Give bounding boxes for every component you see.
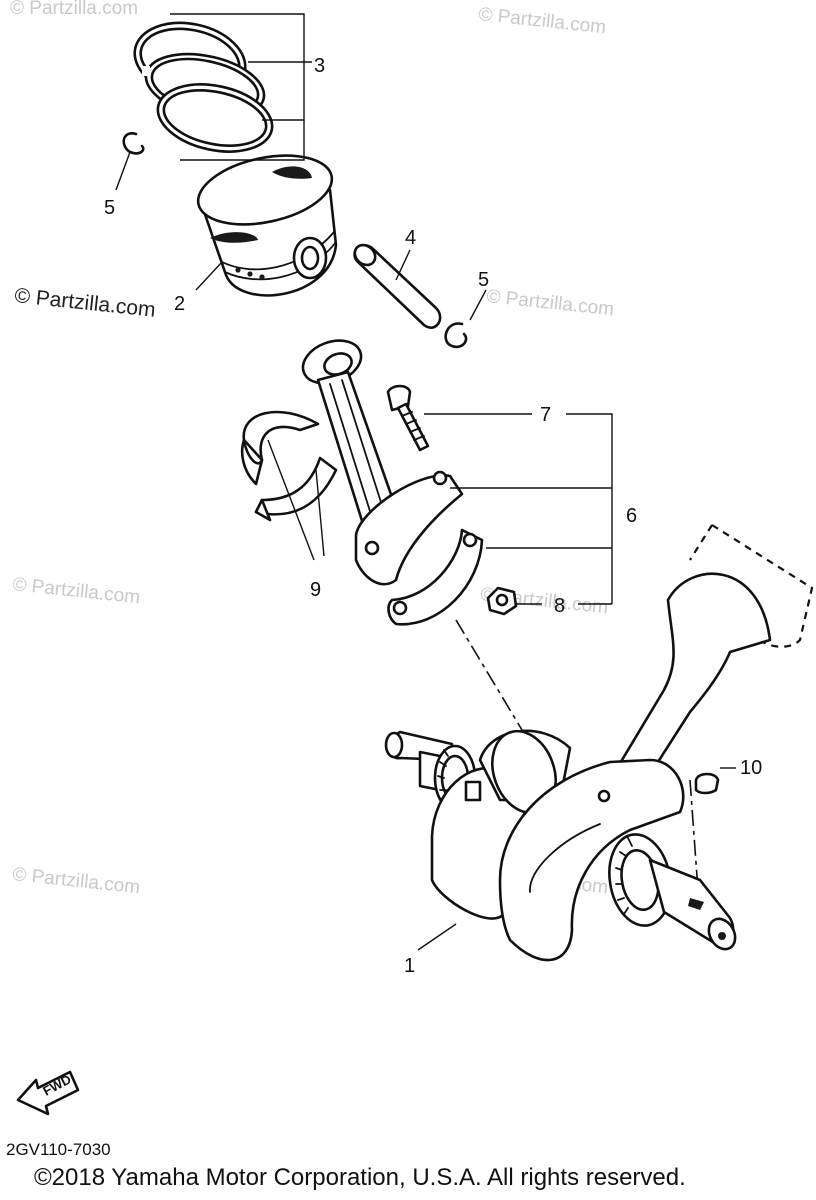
callout-2: 2 [174, 293, 185, 315]
watermark: © Partzilla.com [485, 286, 615, 320]
diagram-code: 2GV110-7030 [6, 1140, 111, 1159]
watermark: © Partzilla.com [11, 864, 141, 898]
crank-bearings [240, 410, 338, 522]
rod-bolt [386, 384, 430, 452]
callout-7: 7 [540, 404, 551, 426]
callout-4: 4 [405, 227, 416, 249]
circlip-left [122, 132, 145, 155]
woodruff-key [694, 772, 720, 795]
centerline [455, 619, 541, 761]
callout-6: 6 [626, 505, 637, 527]
callout-1: 1 [404, 955, 415, 977]
rod-cap [387, 528, 484, 626]
callout-5-left: 5 [104, 197, 115, 219]
callout-8: 8 [554, 595, 565, 617]
watermark-main: © Partzilla.com [13, 284, 156, 322]
piston-rings [133, 21, 274, 154]
rod-nut [486, 586, 518, 616]
connecting-rod [301, 339, 464, 586]
crankshaft [384, 729, 737, 962]
callout-numbers: 3 5 2 4 5 7 6 8 9 10 1 [104, 55, 762, 977]
callout-10: 10 [740, 757, 762, 779]
piston [196, 154, 338, 297]
watermark: © Partzilla.com [477, 4, 607, 38]
assembly-ghost-outline [608, 524, 814, 792]
watermark: © Partzilla.com [11, 574, 141, 608]
centerline [689, 779, 701, 919]
piston-pin [353, 243, 442, 329]
circlip-right [444, 322, 468, 349]
callout-5-right: 5 [478, 269, 489, 291]
callout-3: 3 [314, 55, 325, 77]
callout-9: 9 [310, 579, 321, 601]
watermark: © Partzilla.com [10, 0, 138, 19]
leader-lines [115, 13, 736, 951]
fwd-arrow-icon: FWD [16, 1070, 80, 1116]
copyright-notice: ©2018 Yamaha Motor Corporation, U.S.A. A… [34, 1164, 686, 1191]
